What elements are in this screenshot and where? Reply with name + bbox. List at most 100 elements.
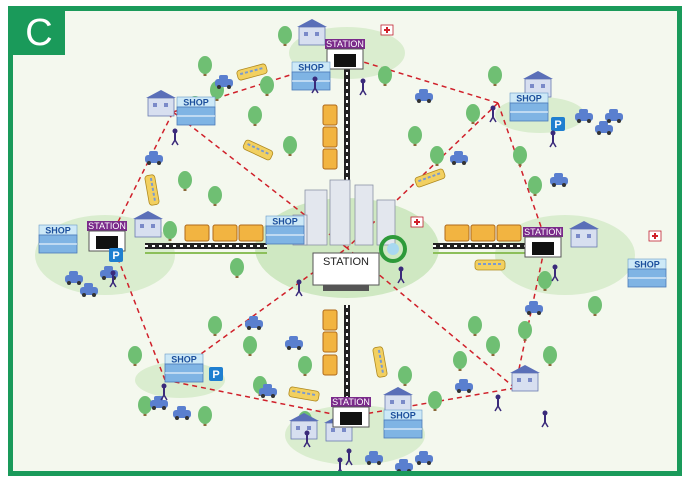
car-wheel xyxy=(462,161,466,165)
house-roof xyxy=(383,387,413,395)
parking-label: P xyxy=(212,369,219,381)
train-car-north xyxy=(322,126,338,148)
car-wheel xyxy=(597,131,601,135)
ring-link xyxy=(164,379,348,418)
ring-link xyxy=(497,102,547,242)
tree xyxy=(283,136,297,156)
hospital-cross-h xyxy=(414,221,420,223)
train-car-south xyxy=(322,309,338,331)
car-wheel xyxy=(377,461,381,465)
car xyxy=(215,75,233,89)
panel-letter: C xyxy=(25,12,53,54)
house-window xyxy=(390,400,394,404)
car-wheel xyxy=(297,346,301,350)
train-car-north xyxy=(322,104,338,126)
tree xyxy=(528,176,542,196)
person-leg xyxy=(549,141,554,148)
train-car-east xyxy=(470,224,496,242)
parking-sign xyxy=(551,117,565,131)
car-wheel xyxy=(271,394,275,398)
car-wheel xyxy=(467,389,471,393)
car-top xyxy=(554,173,563,178)
station-east xyxy=(523,227,563,258)
tree-crown xyxy=(198,56,212,74)
car-body xyxy=(415,455,433,463)
person-head xyxy=(552,264,558,270)
car xyxy=(285,336,303,350)
car-body xyxy=(215,79,233,87)
tree-crown xyxy=(468,316,482,334)
car-top xyxy=(599,121,608,126)
parking-sign xyxy=(109,248,123,262)
car-top xyxy=(249,316,258,321)
car xyxy=(245,316,263,330)
car-top xyxy=(369,451,378,456)
house-window xyxy=(153,103,157,107)
person-leg xyxy=(348,459,353,466)
station-sign xyxy=(331,397,371,407)
house xyxy=(146,90,176,117)
person xyxy=(397,266,405,284)
shop-northwest xyxy=(176,96,216,126)
parking-sign xyxy=(209,367,223,381)
car xyxy=(605,109,623,123)
house-roof xyxy=(523,71,553,79)
car-body xyxy=(415,93,433,101)
tree xyxy=(518,321,532,341)
trees-layer xyxy=(128,26,602,431)
bus xyxy=(372,346,388,378)
person xyxy=(160,383,168,401)
bus-windows xyxy=(418,172,442,183)
car-top xyxy=(219,75,228,80)
house-window xyxy=(164,103,168,107)
tree-crown xyxy=(128,346,142,364)
tree xyxy=(378,66,392,86)
person xyxy=(303,430,311,448)
tree-crown xyxy=(408,126,422,144)
tree xyxy=(298,356,312,376)
car xyxy=(525,301,543,315)
tree-crown xyxy=(178,171,192,189)
train-car xyxy=(322,126,338,148)
car-wheel xyxy=(417,99,421,103)
car-body xyxy=(259,388,277,396)
bus xyxy=(414,168,446,188)
car-wheel xyxy=(147,161,151,165)
station-entrance xyxy=(96,236,118,249)
train-car xyxy=(212,224,238,242)
car-body xyxy=(595,125,613,133)
house xyxy=(289,413,319,440)
shop-label: SHOP xyxy=(171,355,197,365)
car-wheel xyxy=(102,276,106,280)
house-window xyxy=(587,234,591,238)
car xyxy=(415,451,433,465)
car-wheel xyxy=(452,161,456,165)
train-car xyxy=(444,224,470,242)
person xyxy=(109,270,117,288)
person-leg xyxy=(311,87,316,94)
car xyxy=(595,121,613,135)
station-sign xyxy=(325,39,365,49)
person-head xyxy=(542,410,548,416)
station-entrance xyxy=(334,54,356,67)
tower-building xyxy=(304,189,328,246)
house-window xyxy=(401,400,405,404)
train-car xyxy=(496,224,522,242)
car-wheel xyxy=(157,161,161,165)
car-wheel xyxy=(162,406,166,410)
tree xyxy=(208,186,222,206)
car-top xyxy=(419,451,428,456)
house-body xyxy=(570,228,598,248)
tree xyxy=(178,171,192,191)
house-body xyxy=(511,372,539,392)
car-wheel xyxy=(257,326,261,330)
tree xyxy=(230,258,244,278)
person-leg xyxy=(345,459,350,466)
person xyxy=(549,130,557,148)
person xyxy=(494,394,502,412)
hospital xyxy=(380,24,394,36)
car-wheel xyxy=(247,326,251,330)
person-head xyxy=(110,270,116,276)
tree xyxy=(128,346,142,366)
car-top xyxy=(399,459,408,464)
